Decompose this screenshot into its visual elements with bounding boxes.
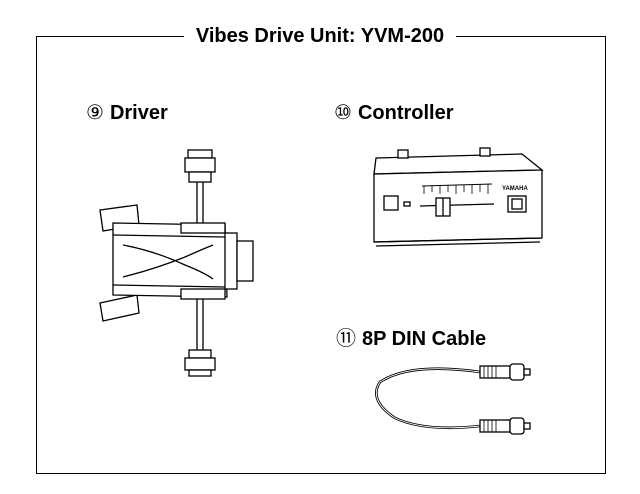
item-name-controller: Controller (357, 102, 454, 124)
cable-illustration-icon (375, 363, 531, 435)
item-number-controller: ⑩ (334, 102, 352, 124)
driver-illustration-icon (99, 149, 254, 377)
item-label-cable: ⑪ 8P DIN Cable (336, 322, 486, 351)
item-number-cable: ⑪ (336, 328, 356, 350)
controller-brand: YAMAHA (502, 186, 528, 192)
item-name-driver: Driver (109, 102, 168, 124)
controller-illustration-icon: YAMAHA (373, 147, 544, 247)
item-name-cable: 8P DIN Cable (362, 328, 487, 350)
item-number-driver: ⑨ (86, 102, 104, 124)
